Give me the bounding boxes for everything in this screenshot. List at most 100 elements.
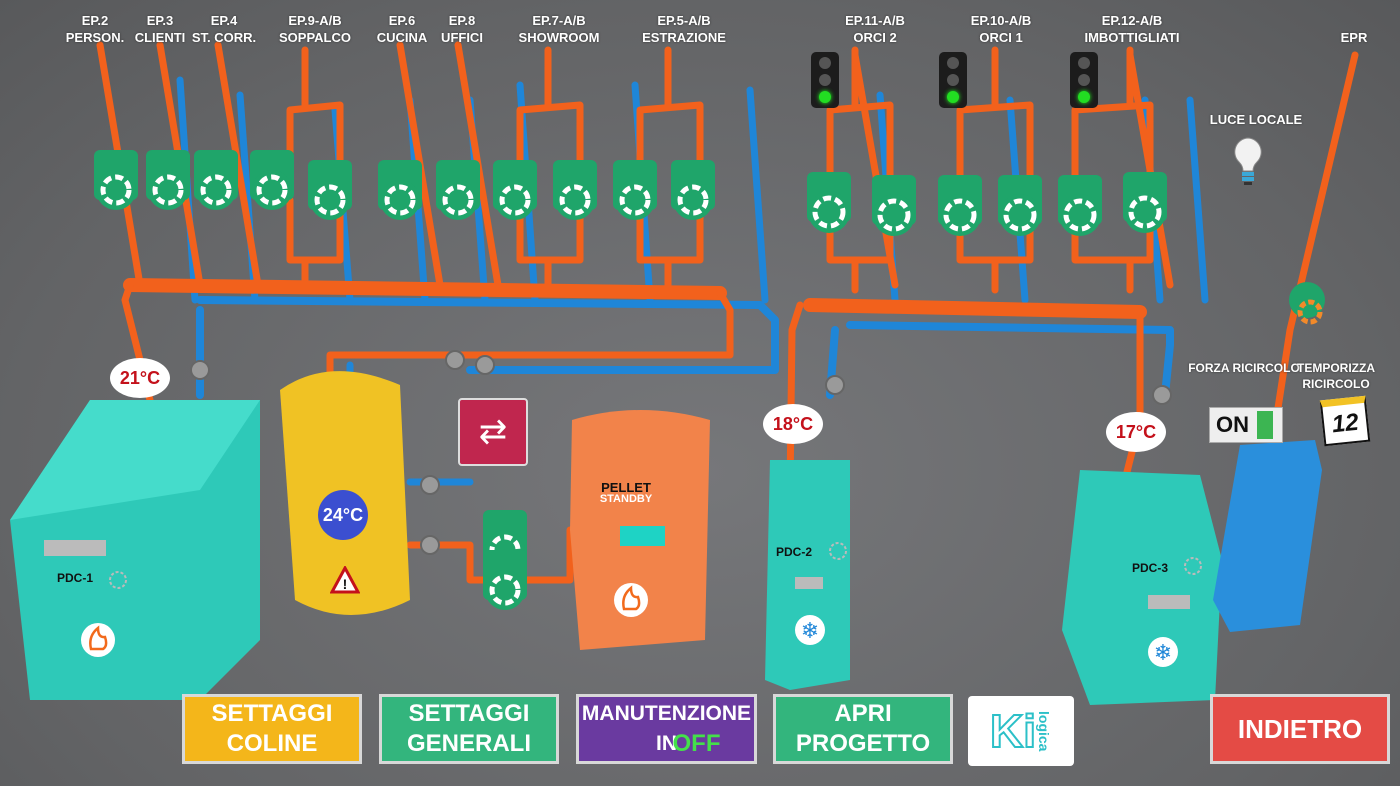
pump-status-icon [152, 174, 184, 206]
traffic-light-ep10[interactable] [939, 52, 967, 108]
pump-status-icon [812, 195, 846, 229]
pdc1-label: PDC-1 [57, 571, 94, 585]
pump-status-icon [100, 174, 132, 206]
cold-manifold-pipe [846, 321, 1174, 399]
pdc3-label: PDC-3 [1132, 561, 1169, 575]
light-bulb-icon[interactable] [1230, 135, 1266, 187]
pump-status-icon [256, 174, 288, 206]
pellet-pump-status-icon [489, 574, 521, 606]
pdc1-top [10, 400, 260, 520]
manutenzione-label: MANUTENZIONE IN [581, 702, 752, 755]
recirc-tank [1213, 440, 1322, 632]
manutenzione-state: OFF [672, 730, 721, 757]
epr-pump-status-icon [1297, 299, 1323, 325]
valve-icon [445, 350, 465, 370]
temp-tank: 24°C [318, 490, 368, 540]
pump-status-icon [619, 184, 651, 216]
hot-manifold-pipe [803, 298, 1147, 319]
pump-status-icon [442, 184, 474, 216]
flame-icon [622, 585, 641, 611]
snowflake-icon: ❄ [801, 618, 819, 643]
traffic-light-ep12[interactable] [1070, 52, 1098, 108]
epr-pump [1289, 282, 1325, 318]
valve-icon [420, 535, 440, 555]
flame-icon-bg [614, 583, 648, 617]
traffic-light-ep11[interactable] [811, 52, 839, 108]
pdc2-boiler [765, 460, 850, 690]
indietro-button[interactable]: INDIETRO [1210, 694, 1390, 764]
circuit-label-epr: EPR [1340, 30, 1368, 45]
manutenzione-button[interactable]: MANUTENZIONE IN OFF [576, 694, 757, 764]
settaggi-generali-button[interactable]: SETTAGGI GENERALI [379, 694, 559, 764]
light-label: LUCE LOCALE [1209, 112, 1303, 127]
pellet-pipe [406, 526, 574, 584]
svg-text:!: ! [343, 576, 348, 592]
cold-riser-pipe [746, 86, 769, 304]
toggle-indicator [1257, 411, 1273, 439]
unit-status-ring-icon [109, 571, 127, 589]
pellet-status: STANDBY [599, 493, 653, 505]
pump-status-icon [1003, 198, 1037, 232]
valve-icon [1152, 385, 1172, 405]
settaggi-coline-button[interactable]: SETTAGGI COLINE [182, 694, 362, 764]
unit-status-ring-icon [1184, 557, 1202, 575]
hot-manifold-pipe [123, 278, 727, 300]
snowflake-icon: ❄ [1154, 640, 1172, 665]
hot-loop-pipe [516, 46, 584, 294]
hot-return-pipe [326, 289, 734, 384]
cold-riser-pipe [1186, 96, 1209, 304]
pdc2-label: PDC-2 [776, 545, 813, 559]
pump-status-icon [877, 198, 911, 232]
force-recirc-label: FORZA RICIRCOLO [1188, 361, 1300, 375]
pdc1-display [44, 540, 106, 556]
flame-icon [89, 625, 108, 651]
hot-loop-pipe [1071, 46, 1154, 294]
valve-icon [190, 360, 210, 380]
hot-loop-pipe [826, 46, 894, 294]
swap-arrows-icon: ⇄ [478, 413, 508, 451]
warning-icon[interactable]: ! [329, 564, 361, 594]
pump-status-icon [559, 184, 591, 216]
pump-status-icon [1128, 195, 1162, 229]
apri-progetto-button[interactable]: APRI PROGETTO [773, 694, 953, 764]
cold-manifold-pipe [196, 296, 779, 374]
temp-pdc1: 21°C [110, 358, 170, 398]
hot-loop-pipe [286, 46, 344, 294]
pellet-label: PELLET [601, 480, 651, 495]
pellet-display [620, 526, 665, 546]
snowflake-icon-bg [1148, 637, 1178, 667]
pump-status-icon [384, 184, 416, 216]
force-recirc-state: ON [1216, 412, 1249, 437]
hot-loop-pipe [956, 46, 1034, 294]
pump-status-icon [943, 198, 977, 232]
hot-loop-pipe [636, 46, 704, 294]
temp-pdc3: 17°C [1106, 412, 1166, 452]
pdc3-boiler [1062, 470, 1222, 705]
valve-icon [825, 375, 845, 395]
unit-status-ring-icon [829, 542, 847, 560]
pump-status-icon [314, 184, 346, 216]
pdc2-display [795, 577, 823, 589]
pdc3-display [1148, 595, 1190, 609]
flame-icon-bg [81, 623, 115, 657]
swap-source-button[interactable]: ⇄ [458, 398, 528, 466]
snowflake-icon-bg [795, 615, 825, 645]
calendar-icon[interactable]: 12 [1319, 395, 1371, 447]
valve-icon [420, 475, 440, 495]
pump-status-icon [677, 184, 709, 216]
pump-status-icon [499, 184, 531, 216]
timer-recirc-label: TEMPORIZZA RICIRCOLO [1297, 361, 1375, 391]
force-recirc-toggle[interactable]: ON [1209, 407, 1283, 443]
